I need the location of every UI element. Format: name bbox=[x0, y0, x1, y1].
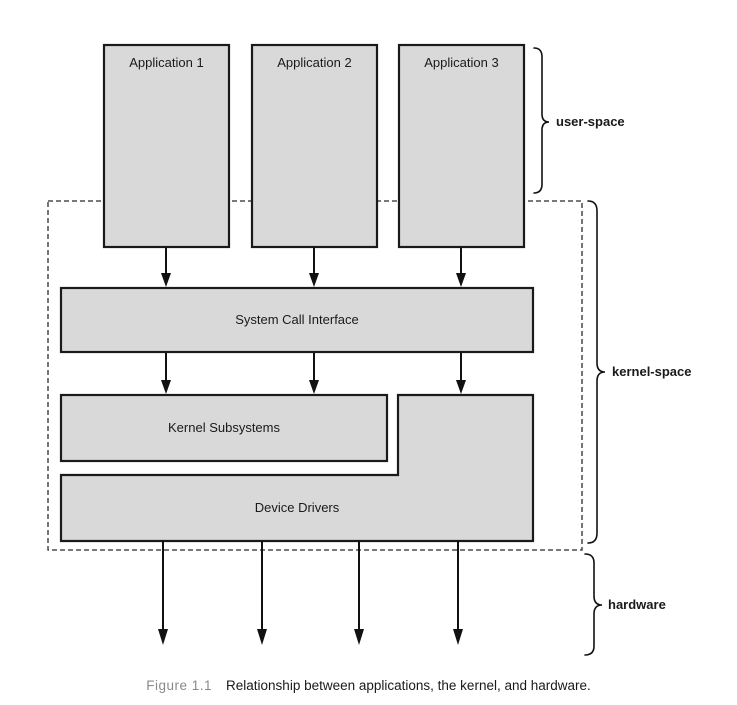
kernel-space-label: kernel-space bbox=[612, 364, 692, 379]
kernel-subsystems-label: Kernel Subsystems bbox=[168, 420, 280, 435]
arrowhead-app3-to-sci bbox=[456, 273, 466, 287]
figure-caption-text: Relationship between applications, the k… bbox=[226, 678, 591, 693]
arrowhead-app1-to-sci bbox=[161, 273, 171, 287]
device-drivers-label: Device Drivers bbox=[254, 500, 340, 515]
hardware-label: hardware bbox=[608, 597, 666, 612]
arrowhead-drivers-to-hardware-3 bbox=[354, 629, 364, 645]
application-1-box bbox=[102, 43, 231, 249]
kernel-subsystems-box bbox=[59, 393, 389, 463]
application-3-label: Application 3 bbox=[424, 55, 499, 70]
arrowhead-app2-to-sci bbox=[309, 273, 319, 287]
arrowhead-drivers-to-hardware-1 bbox=[158, 629, 168, 645]
device-drivers-box bbox=[59, 393, 535, 543]
arrowhead-drivers-to-hardware-2 bbox=[257, 629, 267, 645]
figure-caption: Figure 1.1 Relationship between applicat… bbox=[0, 678, 737, 694]
application-3-box bbox=[397, 43, 526, 249]
arrowhead-drivers-to-hardware-4 bbox=[453, 629, 463, 645]
arrowhead-sci-to-kernel-subsystems-2 bbox=[309, 380, 319, 394]
arrowhead-sci-to-device-drivers bbox=[456, 380, 466, 394]
user-space-brace bbox=[533, 47, 550, 194]
application-2-label: Application 2 bbox=[277, 55, 352, 70]
arrowhead-sci-to-kernel-subsystems-1 bbox=[161, 380, 171, 394]
kernel-space-brace bbox=[587, 200, 606, 544]
figure-number: Figure 1.1 bbox=[146, 678, 213, 693]
user-space-label: user-space bbox=[556, 114, 625, 129]
application-2-box bbox=[250, 43, 379, 249]
hardware-brace bbox=[584, 553, 603, 656]
system-call-interface-box bbox=[59, 286, 535, 354]
system-call-interface-label: System Call Interface bbox=[235, 312, 359, 327]
application-1-label: Application 1 bbox=[129, 55, 204, 70]
